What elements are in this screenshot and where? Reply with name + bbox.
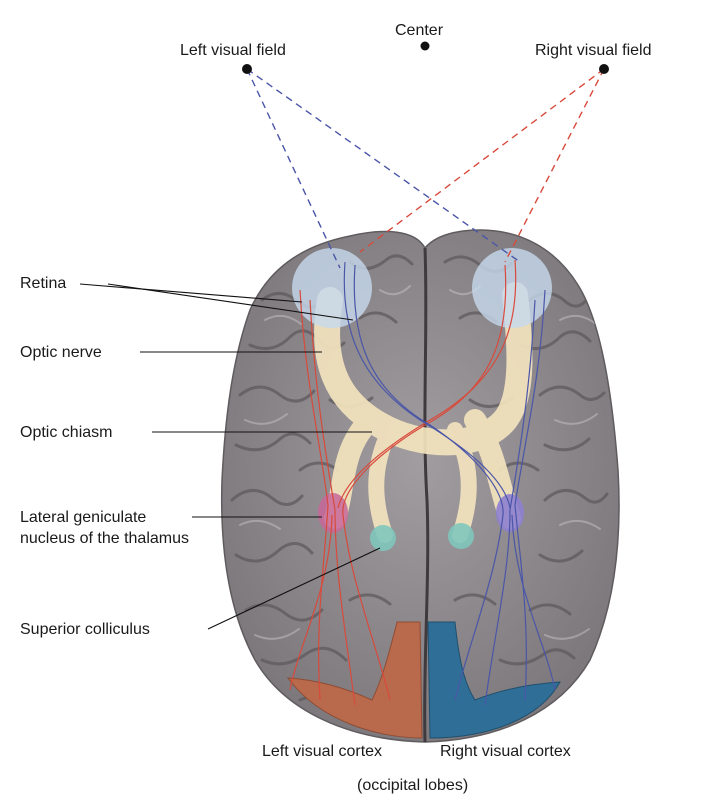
right-visual-field-point (599, 64, 609, 74)
left-visual-cortex-region (286, 621, 423, 739)
left-field-fibers (343, 261, 556, 706)
occipital-lobes-label: (occipital lobes) (357, 777, 469, 794)
left-visual-cortex-label: Left visual cortex (262, 743, 383, 760)
leader-lines (79, 283, 381, 630)
lgn-label: Lateral geniculate nucleus of the thalam… (20, 509, 189, 547)
center-label: Center (395, 22, 444, 39)
superior-colliculus-label: Superior colliculus (20, 621, 150, 638)
center-point (420, 41, 430, 51)
left-visual-field-point (242, 64, 252, 74)
right-visual-field-label: Right visual field (535, 42, 652, 59)
optic-chiasm-label: Optic chiasm (20, 424, 113, 441)
right-visual-cortex-region (427, 621, 561, 739)
left-superior-colliculus (370, 525, 396, 551)
right-superior-colliculus (448, 523, 474, 549)
right-field-fibers (289, 259, 517, 706)
left-eye (292, 248, 372, 328)
visual-field-rays (246, 68, 605, 269)
retina-label: Retina (20, 275, 67, 292)
neural-fibers (289, 259, 556, 706)
right-eye (472, 248, 552, 328)
left-lgn (318, 493, 348, 533)
right-visual-cortex-label: Right visual cortex (440, 743, 571, 760)
longitudinal-fissure (423, 247, 430, 743)
optic-nerve-label: Optic nerve (20, 344, 102, 361)
left-visual-field-label: Left visual field (180, 42, 286, 59)
